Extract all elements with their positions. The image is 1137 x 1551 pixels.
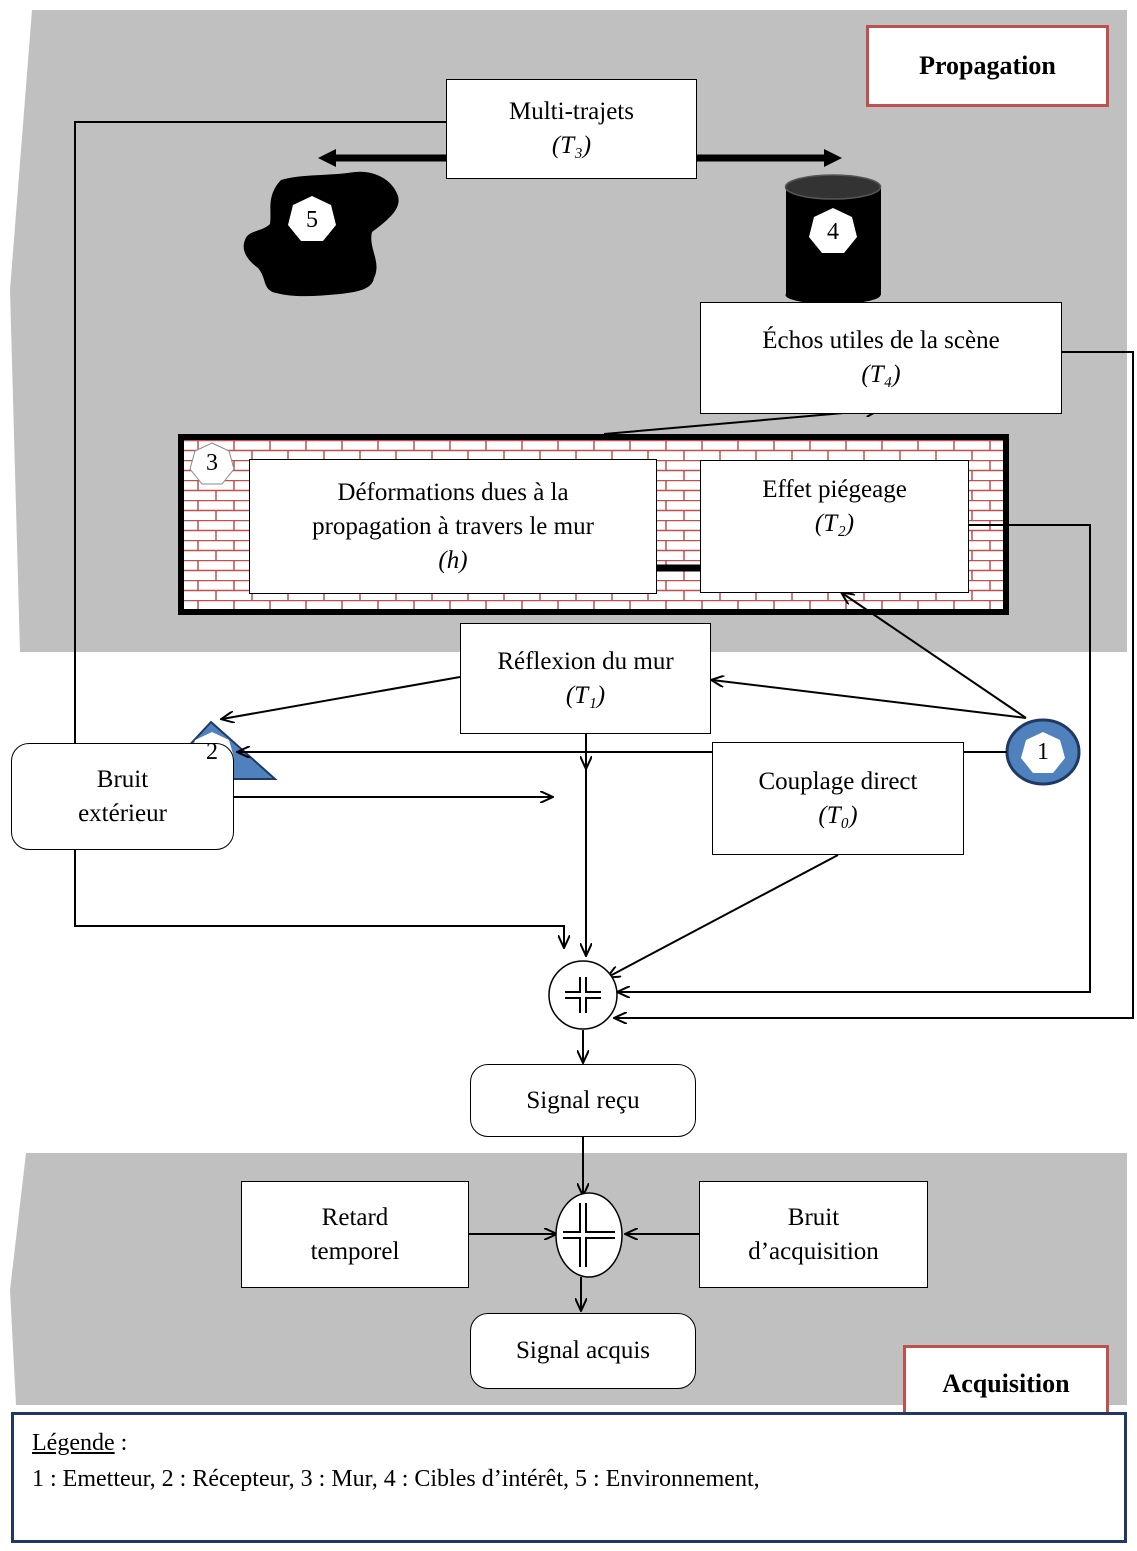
- piegeage-label: Effet piégeage: [762, 476, 907, 503]
- connector-wall-echos: [603, 410, 878, 435]
- acquisition-badge: Acquisition: [903, 1345, 1109, 1422]
- sum-junction-acquisition: [555, 1192, 623, 1278]
- deformations-line2: propagation à travers le mur: [312, 512, 594, 540]
- echos-symbol: (T₄): [861, 361, 901, 388]
- legend-text: 1 : Emetteur, 2 : Récepteur, 3 : Mur, 4 …: [32, 1466, 760, 1492]
- reflexion-label: Réflexion du mur: [497, 647, 674, 675]
- retard-line2: temporel: [310, 1237, 400, 1265]
- echos-box: Échos utiles de la scène (T₄): [700, 302, 1062, 414]
- retard-line1: Retard: [321, 1203, 389, 1231]
- reflexion-box: Réflexion du mur (T₁): [460, 623, 711, 734]
- marker-3-number: 3: [206, 450, 218, 476]
- acquisition-label: Acquisition: [942, 1368, 1070, 1398]
- piegeage-symbol: (T₂): [814, 510, 855, 537]
- signal-acquis-box: Signal acquis: [470, 1313, 696, 1389]
- propagation-badge: Propagation: [866, 25, 1109, 107]
- couplage-symbol: (T₀): [818, 801, 858, 829]
- marker-2-number: 2: [206, 739, 218, 765]
- legend-header: Légende :: [32, 1425, 1106, 1461]
- legend-colon: :: [114, 1430, 128, 1456]
- legend-title: Légende: [32, 1430, 115, 1456]
- marker-3-heptagon: [189, 442, 235, 485]
- connector-couplage-sum: [608, 854, 839, 977]
- marker-4-heptagon: [809, 208, 857, 253]
- bruit-exterieur-line2: extérieur: [78, 799, 167, 827]
- couplage-label: Couplage direct: [758, 767, 918, 795]
- marker-5-number: 5: [306, 207, 318, 233]
- deformations-line1: Déformations dues à la: [337, 478, 569, 506]
- bruit-acquisition-line1: Bruit: [787, 1203, 840, 1231]
- signal-recu-box: Signal reçu: [470, 1064, 696, 1137]
- multitrajets-box: Multi-trajets (T₃): [446, 79, 697, 179]
- couplage-box: Couplage direct (T₀): [712, 742, 964, 855]
- connector-emitter-piegeage: [842, 593, 1027, 719]
- retard-temporel-box: Retard temporel: [241, 1181, 469, 1288]
- bruit-exterieur-box: Bruit extérieur: [11, 743, 234, 850]
- connector-piegeage-sum: [618, 524, 1091, 992]
- echos-label: Échos utiles de la scène: [762, 327, 1000, 354]
- reflexion-symbol: (T₁): [565, 681, 606, 709]
- marker-4-number: 4: [827, 219, 839, 245]
- signal-recu-label: Signal reçu: [526, 1086, 640, 1114]
- bruit-acquisition-line2: d’acquisition: [748, 1237, 879, 1265]
- connector-multitrajets-sum: [74, 121, 564, 947]
- bruit-acquisition-box: Bruit d’acquisition: [699, 1181, 928, 1288]
- deformations-box: Déformations dues à la propagation à tra…: [249, 459, 657, 594]
- deformations-symbol: (h): [438, 546, 468, 574]
- target-cylinder-icon: [784, 174, 882, 304]
- connector-echos-sum: [615, 351, 1134, 1018]
- propagation-label: Propagation: [919, 51, 1056, 80]
- marker-1-heptagon: [1021, 732, 1065, 773]
- signal-acquis-label: Signal acquis: [515, 1337, 650, 1364]
- connector-emitter-reflexion: [712, 680, 1027, 719]
- multitrajets-label: Multi-trajets: [509, 98, 634, 125]
- piegeage-box: Effet piégeage (T₂): [700, 460, 969, 593]
- legend-box: Légende : 1 : Emetteur, 2 : Récepteur, 3…: [11, 1412, 1127, 1543]
- marker-1-number: 1: [1037, 739, 1049, 765]
- multitrajets-symbol: (T₃): [551, 132, 592, 159]
- bruit-exterieur-line1: Bruit: [96, 765, 149, 793]
- sum-junction-main: [548, 960, 618, 1030]
- connector-reflexion-receiver: [222, 676, 461, 719]
- marker-5-heptagon: [288, 196, 336, 241]
